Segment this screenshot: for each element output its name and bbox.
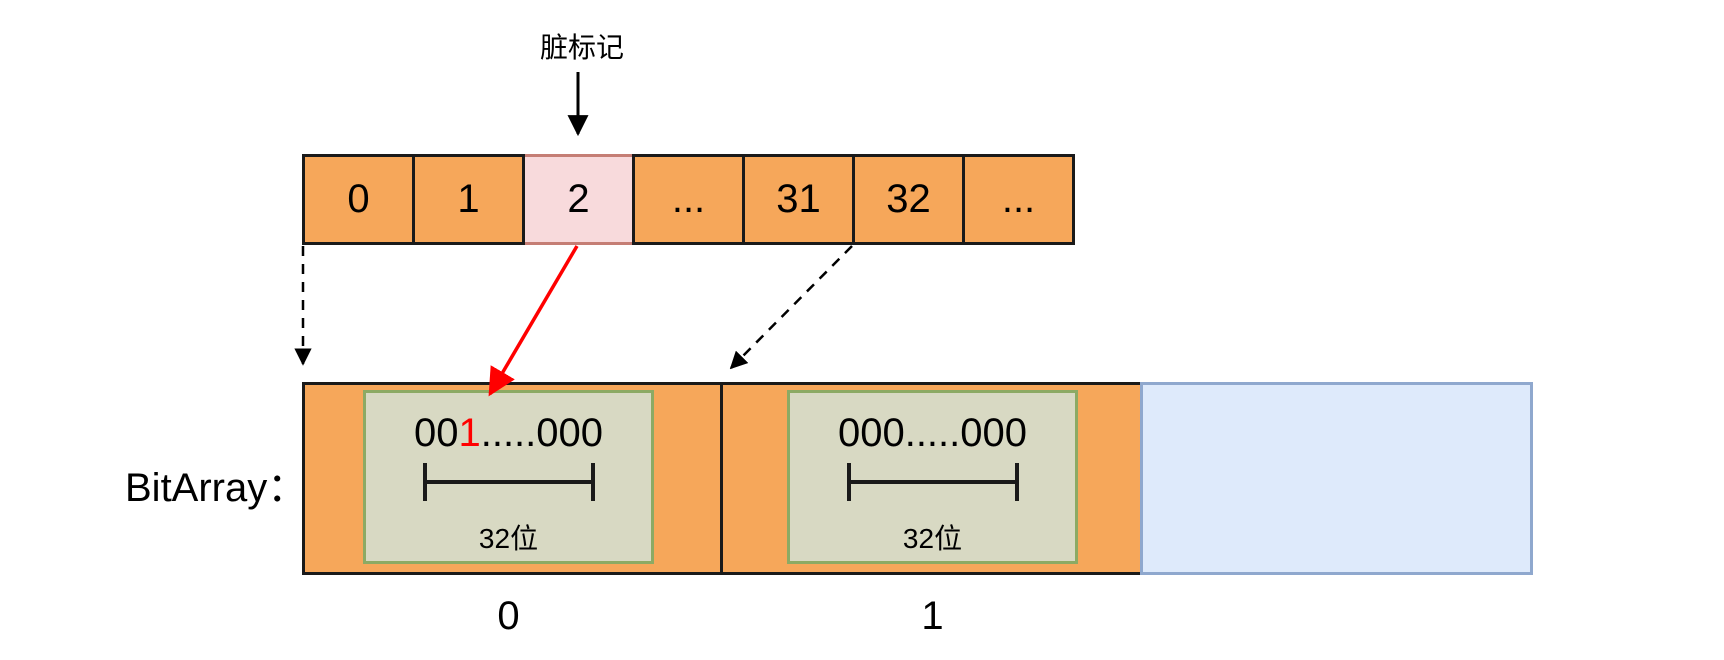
bitarray-unused-region [1140, 382, 1533, 575]
index-cell-label: 31 [776, 177, 821, 221]
word-0-bits-box: 001.....000 32位 [363, 390, 654, 564]
bits-suffix: .....000 [480, 411, 604, 455]
bit-width-label: 32位 [902, 523, 963, 554]
index-array: 0 1 2 ... 31 32 ... [302, 154, 1075, 245]
word1-start-dashed-arrow [729, 245, 853, 370]
bitarray-label: BitArray： [125, 466, 308, 510]
index-cell-label: ... [671, 177, 706, 221]
index-cell-label: 2 [567, 177, 590, 221]
word-0-bits-value: 001.....000 [366, 411, 651, 456]
index-cell-ellipsis-left: ... [632, 154, 745, 245]
bitarray: 001.....000 32位 000.....000 32位 [302, 382, 1143, 575]
index-cell-label: 32 [886, 177, 931, 221]
word-1-bits-value: 000.....000 [790, 411, 1075, 456]
index-cell-31: 31 [742, 154, 855, 245]
dirty-bit-red-arrow [488, 245, 579, 397]
index-cell-0: 0 [302, 154, 415, 245]
bit-width-label: 32位 [478, 523, 539, 554]
index-cell-label: ... [1001, 177, 1036, 221]
bits-prefix: 00 [413, 411, 459, 455]
index-cell-2-dirty: 2 [522, 154, 635, 245]
word-index-label-0: 0 [497, 594, 520, 638]
ruler-bar [426, 480, 591, 484]
index-cell-32: 32 [852, 154, 965, 245]
bit-width-ruler [846, 463, 1019, 501]
index-cell-label: 1 [457, 177, 480, 221]
ruler-bar [850, 480, 1015, 484]
bits-prefix: 000.....000 [837, 411, 1028, 455]
index-cell-label: 0 [347, 177, 370, 221]
dirty-bit: 1 [458, 411, 481, 455]
index-cell-1: 1 [412, 154, 525, 245]
dirty-mark-label: 脏标记 [539, 32, 624, 63]
word-index-label-1: 1 [921, 594, 944, 638]
bit-width-ruler [422, 463, 595, 501]
word-1-bits-box: 000.....000 32位 [787, 390, 1078, 564]
index-cell-ellipsis-right: ... [962, 154, 1075, 245]
